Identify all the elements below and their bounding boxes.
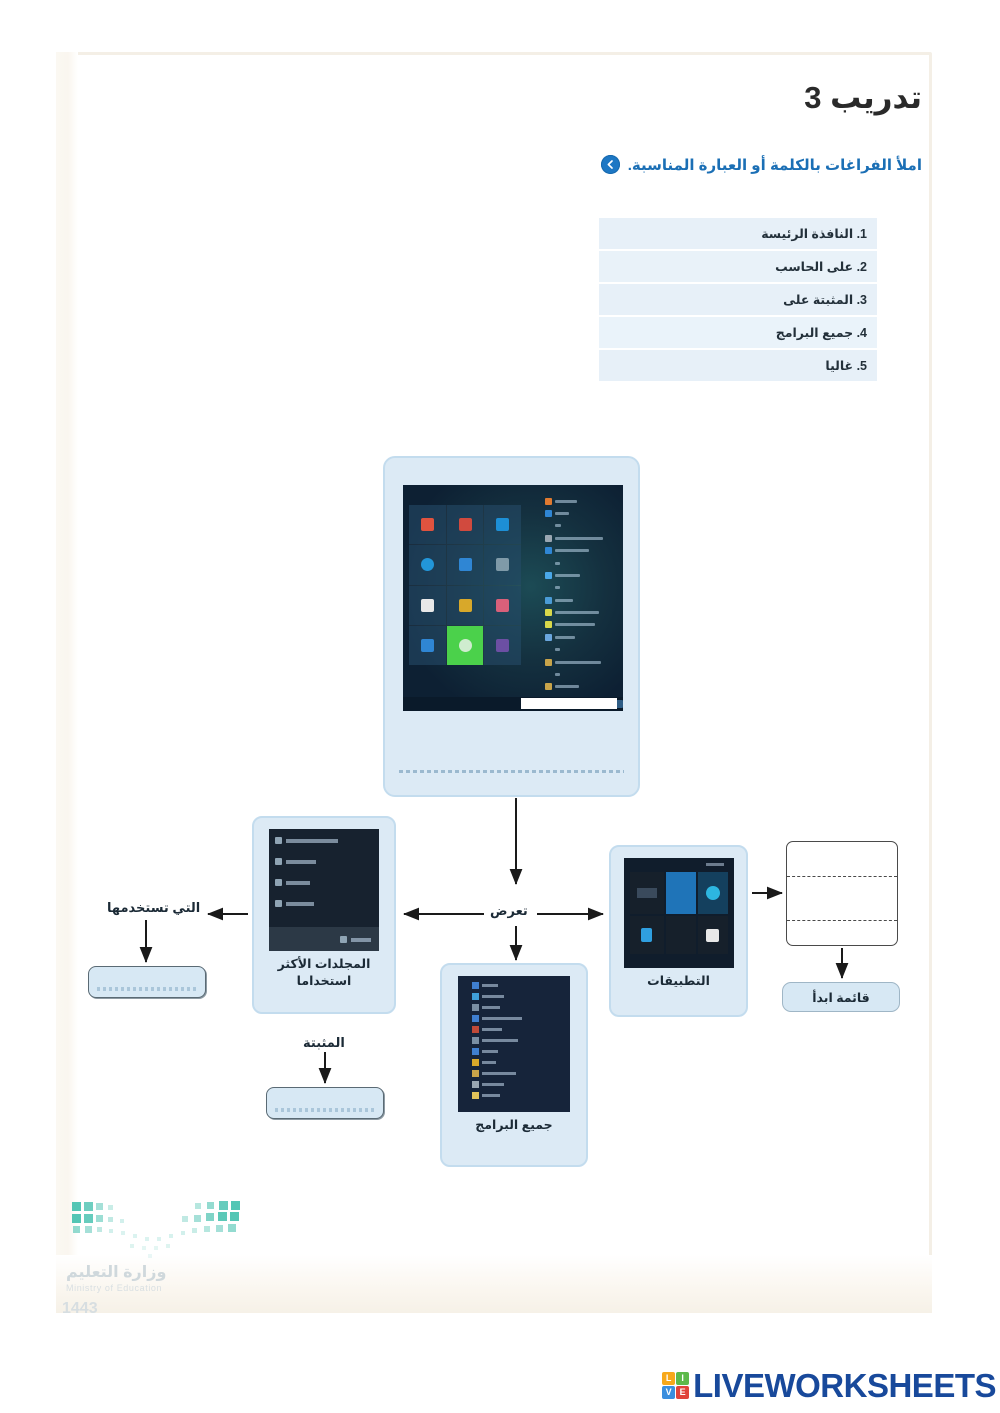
tablet-home-indicator	[399, 770, 624, 773]
blank-line-text: 3. المثبتة على	[783, 293, 867, 307]
blank-line-row: 3. المثبتة على	[599, 284, 877, 315]
app-list-item	[545, 646, 619, 654]
app-list-item	[545, 534, 619, 542]
blank-line-row: 2. على الحاسب	[599, 251, 877, 282]
app-list-item	[545, 621, 619, 629]
ministry-of-education-logo	[72, 1201, 240, 1258]
node-all-programs: جميع البرامج	[440, 963, 588, 1167]
tablet-figure	[383, 456, 640, 797]
start-tile	[484, 625, 521, 665]
applications-tiles-screenshot	[623, 858, 734, 968]
node-label-applications: التطبيقات	[647, 974, 710, 988]
start-menu-tile-grid	[409, 505, 521, 665]
start-tile	[446, 585, 484, 625]
app-list-item	[545, 683, 619, 691]
page-left-band	[56, 52, 78, 1292]
logo-letter-v: V	[662, 1385, 676, 1399]
ministry-name-en: Ministry of Education	[66, 1283, 163, 1293]
app-list-item	[545, 670, 619, 678]
edge-label-you-use: التي تستخدمها	[107, 900, 201, 915]
answer-input-center-underline	[275, 1108, 375, 1112]
ministry-name-ar: وزارة التعليم	[66, 1264, 167, 1281]
node-label-all-programs: جميع البرامج	[475, 1118, 553, 1132]
blank-line-text: 5. غاليا	[825, 359, 867, 373]
edge-label-displays: تعرض	[490, 903, 528, 918]
ministry-year: 1443	[62, 1300, 98, 1317]
start-menu-label-text: قائمة ابدأ	[812, 990, 870, 1005]
app-list-item	[545, 608, 619, 617]
app-list-item	[545, 509, 619, 518]
circle-arrow-left-icon	[600, 155, 620, 174]
folders-list-screenshot	[269, 829, 379, 951]
app-list-item	[545, 522, 619, 530]
app-list-item	[545, 497, 619, 505]
start-tile	[446, 625, 484, 665]
answer-input-center[interactable]	[266, 1087, 384, 1119]
all-programs-list-screenshot	[458, 976, 570, 1112]
windows-start-menu-screenshot	[403, 485, 623, 711]
app-list-item	[545, 584, 619, 592]
start-tile	[409, 625, 446, 665]
app-list-item	[545, 658, 619, 666]
start-tile	[409, 585, 446, 625]
start-tile	[446, 505, 484, 545]
app-list-item	[545, 559, 619, 567]
footer: L I V E LIVEWORKSHEETS	[0, 1357, 1000, 1413]
node-most-used-folders: المجلدات الأكثر استخداما	[252, 816, 396, 1014]
answer-input-left[interactable]	[88, 966, 206, 998]
blank-line-row: 1. النافذة الرئيسة	[599, 218, 877, 249]
instruction-row: املأ الفراغات بالكلمة أو العبارة المناسب…	[600, 155, 922, 174]
start-tile	[446, 545, 484, 585]
logo-letter-i: I	[676, 1371, 690, 1385]
node-applications: التطبيقات	[609, 845, 748, 1017]
start-tile	[484, 585, 521, 625]
app-list-item	[545, 633, 619, 641]
page-title: تدريب 3	[804, 80, 922, 115]
blank-line-row: 5. غاليا	[599, 350, 877, 381]
taskbar	[403, 697, 623, 711]
blank-line-text: 2. على الحاسب	[775, 260, 867, 274]
app-list-item	[545, 571, 619, 579]
node-label-most-used-folders: المجلدات الأكثر استخداما	[277, 957, 371, 988]
start-tile	[409, 545, 446, 585]
start-tile	[484, 545, 521, 585]
blank-lines-list: 1. النافذة الرئيسة 2. على الحاسب 3. المث…	[599, 218, 877, 381]
page-bottom-band	[56, 1255, 932, 1313]
taskbar-search-box	[521, 698, 617, 709]
liveworksheets-logo: L I V E LIVEWORKSHEETS	[662, 1369, 996, 1402]
blank-line-text: 4. جميع البرامج	[775, 326, 867, 340]
logo-letter-e: E	[676, 1385, 690, 1399]
logo-letter-l: L	[662, 1371, 676, 1385]
empty-answer-box[interactable]	[786, 841, 898, 946]
liveworksheets-wordmark: LIVEWORKSHEETS	[693, 1366, 996, 1404]
blank-line-row: 4. جميع البرامج	[599, 317, 877, 348]
start-tile	[484, 505, 521, 545]
liveworksheets-logo-blocks: L I V E	[662, 1371, 690, 1399]
start-menu-app-list	[545, 495, 619, 691]
start-button-icon	[615, 700, 623, 708]
answer-input-left-underline	[97, 987, 197, 991]
edge-label-pinned: المثبتة	[303, 1035, 345, 1050]
app-list-item	[545, 596, 619, 604]
instruction-text: املأ الفراغات بالكلمة أو العبارة المناسب…	[627, 156, 922, 174]
start-tile	[409, 505, 446, 545]
app-list-item	[545, 547, 619, 555]
node-start-menu-label: قائمة ابدأ	[782, 982, 900, 1012]
blank-line-text: 1. النافذة الرئيسة	[761, 227, 867, 241]
